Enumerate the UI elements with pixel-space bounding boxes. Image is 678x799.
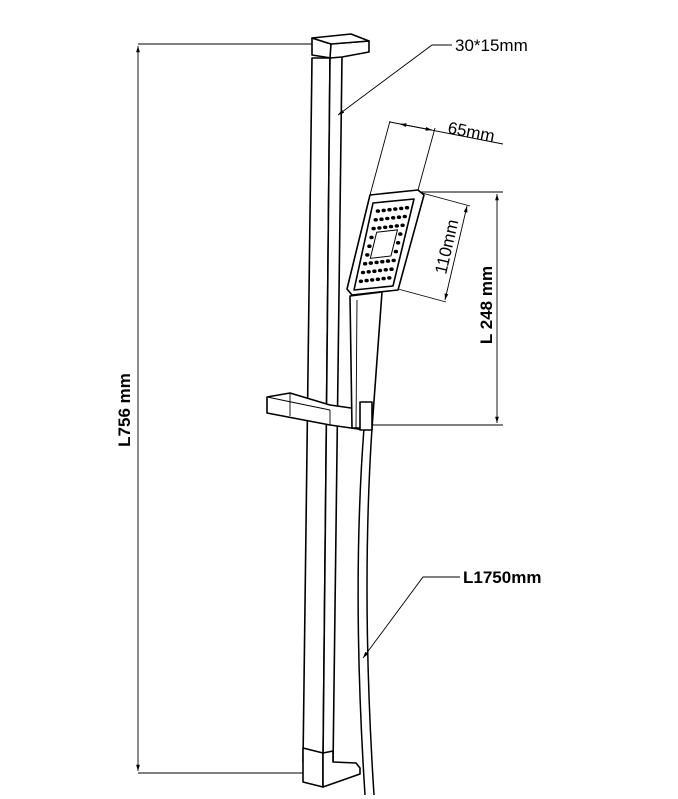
handshower-length-label: L 248 mm [477,266,496,344]
nozzle [372,269,377,274]
nozzle [374,260,379,265]
rail-length-label: L756 mm [115,373,134,447]
nozzle [383,268,388,272]
nozzle [394,224,399,228]
nozzle [389,267,394,272]
nozzle [366,270,371,274]
nozzle [365,253,370,257]
nozzle [385,259,391,263]
nozzle [375,277,381,282]
nozzle [399,206,404,211]
nozzle [400,223,405,228]
nozzle [398,232,403,236]
nozzle [368,261,373,265]
nozzle [393,207,398,211]
nozzle [391,258,396,263]
nozzle [370,278,375,282]
nozzle [364,278,369,283]
nozzle [388,224,394,229]
nozzle [381,208,386,213]
nozzle [362,261,368,266]
nozzle [371,226,376,231]
head-width-label: 65mm [446,118,496,146]
nozzle [360,270,366,275]
nozzle [373,218,378,222]
rail-length-dimension: L756 mm [115,43,340,774]
hose-length-callout: L1750mm [362,568,541,659]
nozzle [387,207,392,212]
nozzle [391,216,396,220]
nozzle [402,214,407,219]
nozzle [396,215,402,219]
nozzle [387,276,392,280]
rail-section-callout: 30*15mm [337,36,528,116]
nozzle [380,259,385,264]
nozzle [385,216,390,221]
nozzle [377,268,383,273]
nozzle [383,225,388,230]
nozzle [381,276,386,281]
head-width-dimension: 65mm [369,118,504,196]
nozzle [375,209,381,213]
spray-nozzles [358,205,410,284]
nozzle [393,249,399,254]
shower-hose [357,427,375,796]
nozzle [377,226,382,230]
nozzle [404,205,410,210]
center-nozzle-panel [369,229,399,259]
hose-length-label: L1750mm [463,568,541,587]
rail-section-label: 30*15mm [455,36,528,55]
hand-shower [346,189,425,431]
nozzle [369,235,374,240]
handshower-length-dimension: L 248 mm [372,191,503,426]
nozzle [379,217,384,221]
nozzle [395,241,401,245]
nozzle [367,244,372,248]
nozzle [358,279,364,284]
